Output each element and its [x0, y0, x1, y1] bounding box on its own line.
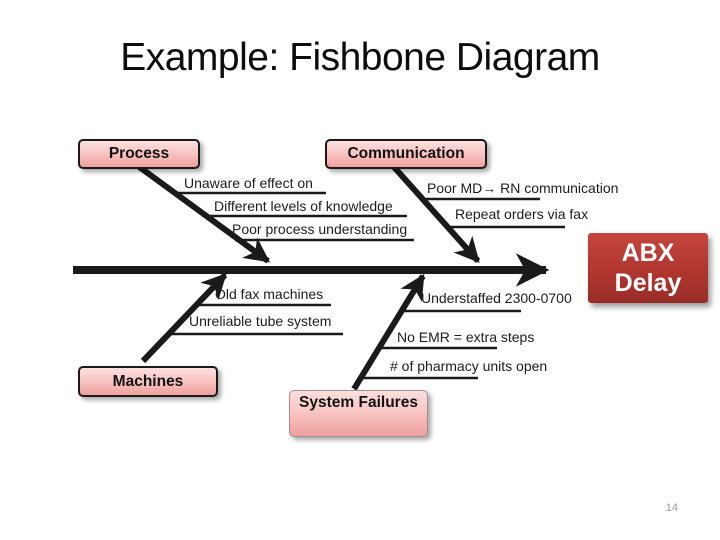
cause-label: Unreliable tube system	[189, 313, 332, 329]
cause-label: No EMR = extra steps	[397, 329, 535, 345]
cause-label: # of pharmacy units open	[390, 358, 548, 374]
page-number: 14	[665, 502, 678, 514]
category-label: Machines	[112, 372, 184, 390]
process-bone-arrow	[136, 163, 271, 264]
cause-label: Understaffed 2300-0700	[421, 290, 572, 306]
effect-label-line2: Delay	[614, 269, 682, 297]
effect-box-abx-delay: ABX Delay	[588, 233, 708, 303]
effect-label-line1: ABX	[621, 239, 675, 267]
category-label: System Failures	[299, 394, 418, 411]
category-label: Communication	[347, 145, 465, 162]
communication-bone-arrow	[391, 165, 481, 263]
cause-label: Poor process understanding	[232, 221, 408, 237]
cause-label: Repeat orders via fax	[455, 206, 589, 222]
cause-label: Different levels of knowledge	[214, 198, 393, 214]
category-box-communication: Communication	[325, 139, 487, 169]
category-box-machines: Machines	[78, 366, 218, 397]
category-box-system-failures: System Failures	[289, 390, 428, 437]
machines-bone-arrow	[140, 272, 228, 364]
slide-title: Example: Fishbone Diagram	[120, 36, 600, 79]
cause-label: Old fax machines	[215, 286, 324, 302]
category-box-process: Process	[78, 139, 200, 169]
cause-label: Unaware of effect on	[184, 175, 313, 191]
category-label: Process	[108, 145, 170, 162]
cause-label: Poor MD→ RN communication	[427, 180, 619, 196]
system-failures-bone-arrow	[351, 273, 426, 391]
